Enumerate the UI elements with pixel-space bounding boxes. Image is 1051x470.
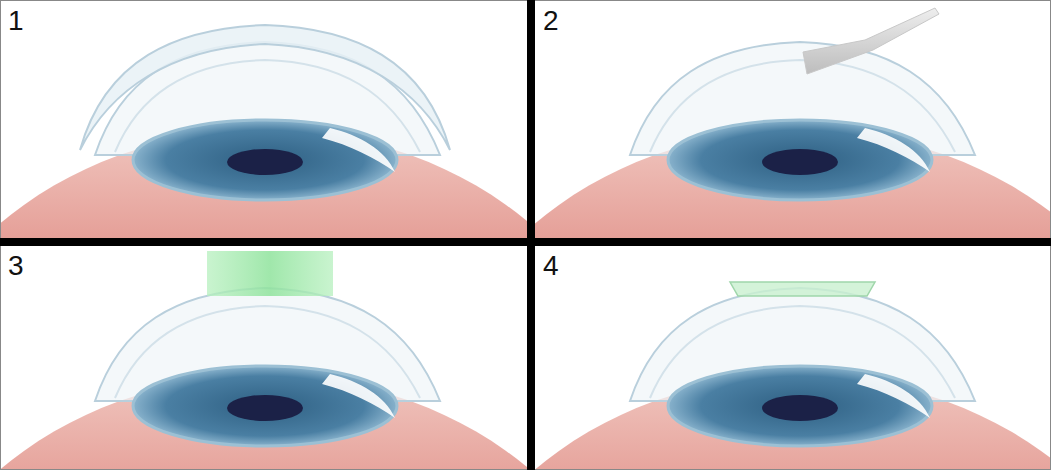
callout-number: 2 — [543, 6, 559, 36]
callout-number: 1 — [8, 6, 24, 36]
callout-number: 4 — [543, 251, 559, 281]
callout-number: 3 — [8, 251, 24, 281]
